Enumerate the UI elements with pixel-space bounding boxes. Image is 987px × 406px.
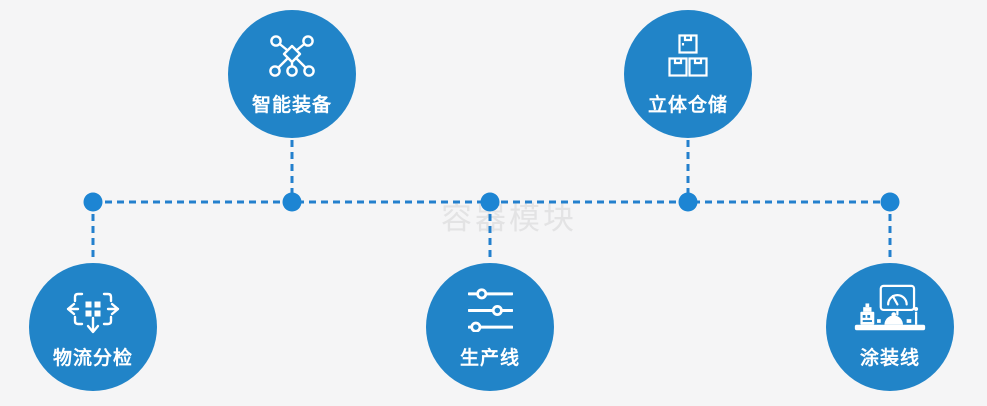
node-stereo-warehouse[interactable]: 立体仓储 (624, 10, 752, 138)
watermark-text: 容器模块 (441, 201, 577, 236)
sliders-icon (467, 285, 513, 333)
stacked-boxes-icon (668, 32, 708, 80)
node-painting-line[interactable]: 涂装线 (826, 263, 954, 391)
node-production-line[interactable]: 生产线 (426, 263, 554, 391)
node-label: 涂装线 (859, 348, 920, 369)
node-label: 物流分检 (52, 348, 133, 369)
node-label: 立体仓储 (647, 95, 728, 116)
node-label: 智能装备 (251, 95, 332, 116)
machine-icon (853, 284, 927, 333)
sorting-arrows-icon (65, 285, 121, 334)
network-nodes-icon (266, 32, 318, 80)
node-smart-equipment[interactable]: 智能装备 (228, 10, 356, 138)
node-logistics-sorting[interactable]: 物流分检 (29, 263, 157, 391)
node-label: 生产线 (459, 348, 520, 369)
